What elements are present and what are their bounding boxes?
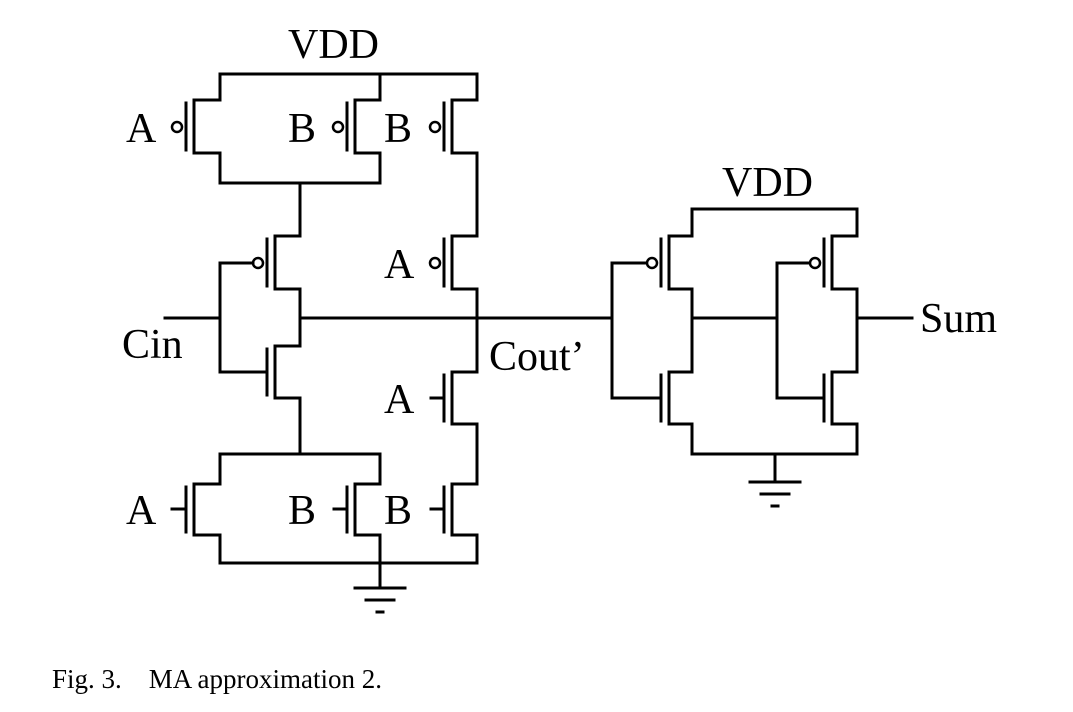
- cout-label: Cout’: [489, 334, 585, 380]
- sum-inverters: [610, 207, 914, 508]
- nmos-a-right: [429, 370, 479, 426]
- nmos-a-bottom: [170, 482, 222, 565]
- gate-label-a: A: [126, 106, 157, 152]
- inverter1-nmos: [659, 370, 694, 426]
- inverter2-nmos: [822, 370, 859, 426]
- pmos-b-top-right: [428, 98, 479, 155]
- nmos-cin: [265, 344, 302, 400]
- inverter1-pmos: [645, 234, 694, 291]
- nmos-b-bottom-right: [429, 482, 479, 537]
- figure-caption: Fig. 3. MA approximation 2.: [52, 664, 382, 694]
- pmos-a-right: [428, 234, 479, 291]
- carry-stage: [163, 72, 614, 614]
- gate-label-b: B: [384, 488, 412, 534]
- nmos-b-bottom-left: [332, 482, 382, 537]
- gate-label-b: B: [288, 488, 316, 534]
- gate-label-b: B: [384, 106, 412, 152]
- ground-symbol-left: [353, 561, 407, 614]
- gate-label-a: A: [384, 242, 415, 288]
- ground-symbol-right: [748, 452, 802, 508]
- inverter2-pmos: [808, 234, 859, 291]
- sum-label: Sum: [920, 296, 997, 342]
- gate-label-a: A: [126, 488, 157, 534]
- cin-label: Cin: [122, 322, 183, 368]
- vdd-label-left: VDD: [288, 22, 379, 68]
- gate-label-a: A: [384, 377, 415, 423]
- pmos-a-top: [170, 98, 222, 185]
- pmos-cin: [251, 234, 302, 291]
- gate-label-b: B: [288, 106, 316, 152]
- vdd-label-right: VDD: [722, 160, 813, 206]
- pmos-b-top-left: [331, 98, 382, 185]
